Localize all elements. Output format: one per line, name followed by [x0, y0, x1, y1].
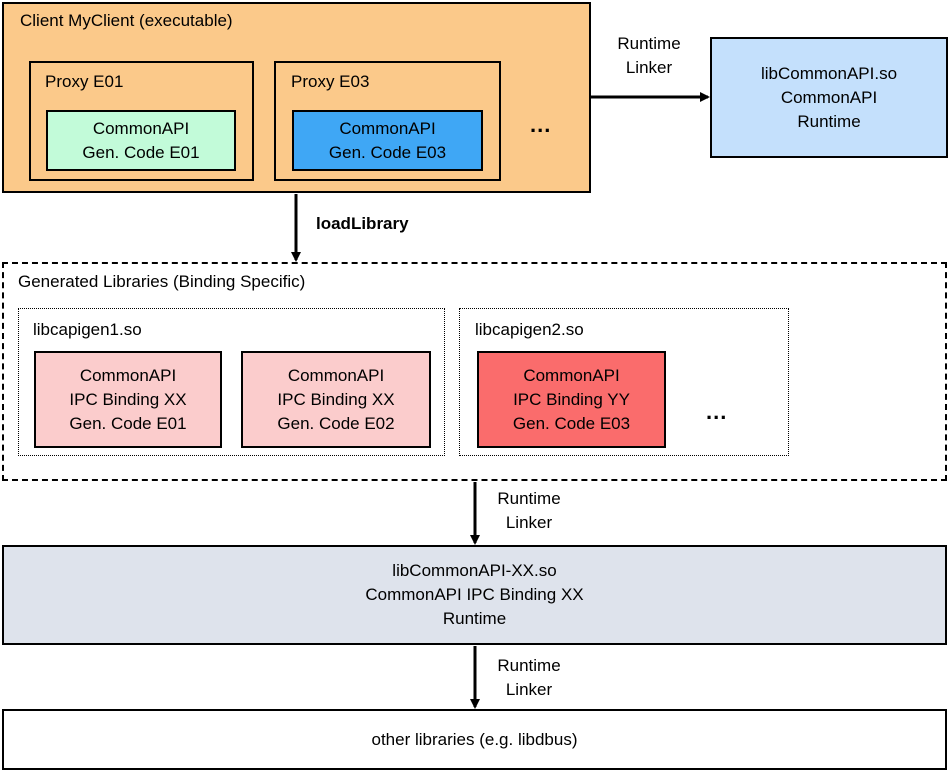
binding-xx-e02-line1: CommonAPI: [287, 365, 385, 385]
proxy-e03-title: Proxy E03: [291, 72, 370, 91]
gen-code-e03-box: CommonAPI Gen. Code E03: [292, 110, 483, 171]
binding-yy-e03-line2: IPC Binding YY: [513, 389, 630, 409]
runtime-linker-top-line1: Runtime: [617, 34, 681, 53]
runtime-linker-mid-line2: Linker: [505, 513, 553, 532]
runtime-linker-bottom-line2: Linker: [505, 680, 553, 699]
runtime-linker-mid-line1: Runtime: [497, 489, 561, 508]
binding-xx-e02-line2: IPC Binding XX: [277, 389, 395, 409]
libcapigen2-ellipsis: ...: [706, 399, 728, 424]
runtime-linker-top-line2: Linker: [625, 58, 673, 77]
runtime-linker-label-mid: Runtime Linker: [484, 487, 574, 535]
binding-yy-e03-box: CommonAPI IPC Binding YY Gen. Code E03: [477, 351, 666, 448]
other-libraries-box: other libraries (e.g. libdbus): [2, 709, 947, 770]
client-ellipsis: ...: [530, 112, 552, 137]
libcapigen1-title: libcapigen1.so: [33, 320, 142, 339]
generated-libraries-title: Generated Libraries (Binding Specific): [18, 272, 306, 291]
commonapi-runtime-box: libCommonAPI.so CommonAPI Runtime: [710, 37, 948, 158]
runtime-linker-label-bottom: Runtime Linker: [484, 654, 574, 702]
other-libraries-label: other libraries (e.g. libdbus): [371, 729, 578, 749]
gen-code-e03-line2: Gen. Code E03: [328, 142, 447, 162]
libcapigen2-box: [459, 308, 789, 456]
commonapi-runtime-line2: CommonAPI: [780, 87, 878, 107]
binding-runtime-box: libCommonAPI-XX.so CommonAPI IPC Binding…: [2, 545, 947, 645]
binding-runtime-line3: Runtime: [442, 609, 507, 628]
gen-code-e01-box: CommonAPI Gen. Code E01: [46, 110, 236, 171]
libcapigen2-title: libcapigen2.so: [475, 320, 584, 339]
binding-xx-e01-line1: CommonAPI: [79, 365, 177, 385]
binding-xx-e02-box: CommonAPI IPC Binding XX Gen. Code E02: [241, 351, 431, 448]
binding-xx-e01-line3: Gen. Code E01: [69, 413, 187, 433]
runtime-linker-bottom-line1: Runtime: [497, 656, 561, 675]
client-title: Client MyClient (executable): [20, 11, 233, 30]
runtime-linker-label-top: Runtime Linker: [596, 32, 702, 80]
gen-code-e01-line1: CommonAPI: [92, 118, 190, 138]
binding-yy-e03-line1: CommonAPI: [523, 365, 620, 385]
binding-runtime-line2: CommonAPI IPC Binding XX: [365, 585, 584, 604]
binding-runtime-line1: libCommonAPI-XX.so: [392, 561, 557, 580]
commonapi-runtime-line3: Runtime: [797, 111, 861, 131]
binding-yy-e03-line3: Gen. Code E03: [512, 413, 631, 433]
gen-code-e03-line1: CommonAPI: [339, 118, 436, 138]
load-library-label: loadLibrary: [316, 214, 409, 233]
libcapigen1-box: [18, 308, 445, 456]
gen-code-e01-line2: Gen. Code E01: [82, 142, 200, 162]
binding-xx-e01-line2: IPC Binding XX: [69, 389, 187, 409]
binding-xx-e02-line3: Gen. Code E02: [277, 413, 395, 433]
proxy-e01-title: Proxy E01: [45, 72, 124, 91]
binding-xx-e01-box: CommonAPI IPC Binding XX Gen. Code E01: [34, 351, 222, 448]
commonapi-runtime-line1: libCommonAPI.so: [760, 63, 898, 83]
